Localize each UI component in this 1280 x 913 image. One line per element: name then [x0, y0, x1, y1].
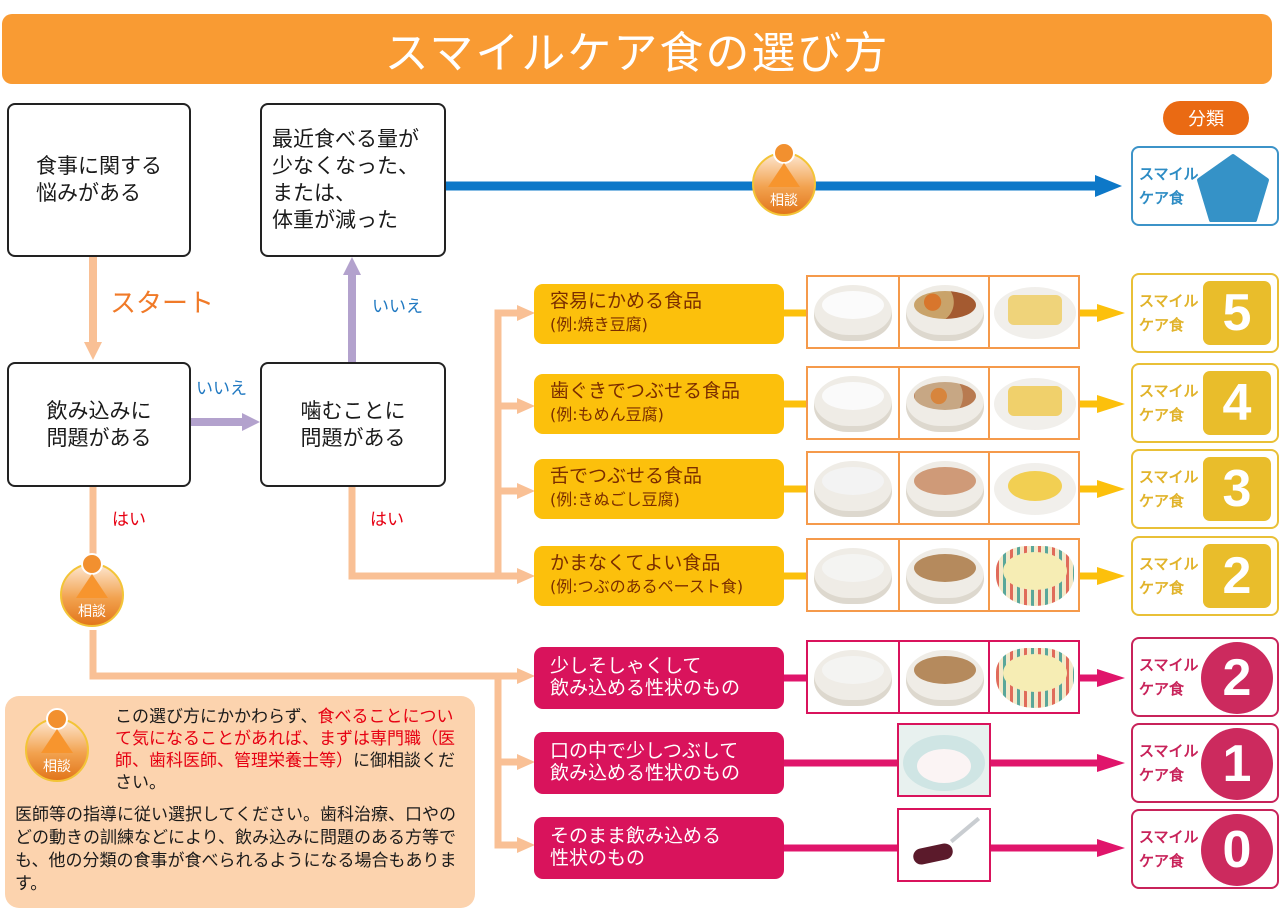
note-lead-text: この選び方にかかわらず、食べることについて気になることがあれば、まずは専門職（医… [115, 707, 455, 793]
paste-porridge-photo [808, 642, 898, 712]
pudding-cup-photo [988, 642, 1078, 712]
box-weight-loss: 最近食べる量が 少なくなった、 または、 体重が減った [260, 103, 446, 257]
food-photos-swallow-1 [897, 723, 991, 797]
thin-porridge-photo [808, 453, 898, 523]
pink-result-arrowheads [1097, 669, 1125, 857]
jelly-spoon-photo [899, 810, 989, 880]
pentagon-icon [1197, 154, 1269, 222]
rice-porridge-photo [808, 277, 898, 347]
food-photos-swallow-0 [897, 808, 991, 882]
soft-omelet-photo [988, 368, 1078, 438]
person-head-icon [773, 142, 795, 164]
category-chew-slightly-swallow: 少しそしゃくして 飲み込める性状のもの [534, 647, 784, 709]
level-badge: 1 [1201, 728, 1273, 800]
level-badge: 4 [1203, 371, 1271, 435]
person-head-icon [81, 553, 103, 575]
page-title: スマイルケア食の選び方 [384, 28, 890, 79]
food-photos-level-2 [806, 538, 1080, 612]
paste-meat-photo [898, 540, 988, 610]
title-banner: スマイルケア食の選び方 [2, 14, 1272, 84]
note-body-text: 医師等の指導に従い選択してください。歯科治療、口やのどの動きの訓練などにより、飲… [15, 805, 457, 894]
category-crush-slightly-swallow: 口の中で少しつぶして 飲み込める性状のもの [534, 732, 784, 794]
food-photos-level-4 [806, 366, 1080, 440]
soft-stewed-vegetables-photo [898, 368, 988, 438]
person-body-icon [76, 574, 108, 598]
person-body-icon [41, 729, 73, 753]
no-label-swallow: いいえ [196, 379, 247, 399]
box-eating-concern: 食事に関する 悩みがある [7, 103, 191, 257]
category-easy-chew: 容易にかめる食品 (例:焼き豆腐) [534, 284, 784, 344]
yellow-result-arrowheads [1097, 304, 1125, 585]
category-tongue-crushable: 舌でつぶせる食品 (例:きぬごし豆腐) [534, 459, 784, 519]
smile-care-2-yellow-card: スマイル ケア食 2 [1131, 536, 1279, 616]
yes-arrowheads-swallow [517, 668, 535, 853]
category-gum-crushable: 歯ぐきでつぶせる食品 (例:もめん豆腐) [534, 374, 784, 434]
consultation-note: 相談 この選び方にかかわらず、食べることについて気になることがあれば、まずは専門… [5, 696, 475, 908]
no-arrow-swallow-to-chew [191, 413, 260, 431]
pudding-cup-photo [988, 540, 1078, 610]
soft-rice-porridge-photo [808, 368, 898, 438]
food-photos-level-5 [806, 275, 1080, 349]
smile-care-2-pink-card: スマイル ケア食 2 [1131, 637, 1279, 717]
classification-header: 分類 [1163, 101, 1249, 135]
category-swallow-as-is: そのまま飲み込める 性状のもの [534, 817, 784, 879]
no-arrow-chew-to-weight [343, 257, 361, 362]
rolled-omelet-photo [988, 277, 1078, 347]
person-body-icon [768, 163, 800, 187]
level-badge: 5 [1203, 281, 1271, 345]
smile-care-blue-card: スマイル ケア食 [1131, 146, 1279, 226]
paste-meat-photo [898, 642, 988, 712]
smile-care-5-card: スマイル ケア食 5 [1131, 273, 1279, 353]
paste-porridge-photo [808, 540, 898, 610]
box-swallow-problem: 飲み込みに 問題がある [7, 362, 191, 487]
consult-icon: 相談 [25, 708, 89, 782]
scrambled-egg-photo [988, 453, 1078, 523]
food-photos-level-3 [806, 451, 1080, 525]
start-arrow [84, 257, 102, 360]
smile-care-4-card: スマイル ケア食 4 [1131, 363, 1279, 443]
smile-care-0-card: スマイル ケア食 0 [1131, 809, 1279, 889]
smile-care-3-card: スマイル ケア食 3 [1131, 449, 1279, 529]
consult-icon: 相談 [60, 553, 124, 627]
level-badge: 2 [1201, 642, 1273, 714]
jelly-dessert-photo [899, 725, 989, 795]
consult-icon: 相談 [752, 142, 816, 216]
level-badge: 3 [1203, 457, 1271, 521]
food-photos-swallow-2 [806, 640, 1080, 714]
start-label: スタート [110, 289, 215, 319]
level-badge: 2 [1203, 544, 1271, 608]
box-chew-problem: 噛むことに 問題がある [260, 362, 446, 487]
yellow-result-connectors [784, 309, 1100, 580]
smile-care-1-card: スマイル ケア食 1 [1131, 723, 1279, 803]
category-no-chew: かまなくてよい食品 (例:つぶのあるペースト食) [534, 546, 784, 606]
no-label-chew: いいえ [372, 297, 423, 317]
level-badge: 0 [1201, 814, 1273, 886]
minced-vegetables-photo [898, 453, 988, 523]
stewed-vegetables-photo [898, 277, 988, 347]
person-head-icon [46, 708, 68, 730]
yes-arrowheads-chew [517, 305, 535, 584]
yes-label-swallow: はい [112, 510, 146, 530]
yes-label-chew: はい [370, 510, 404, 530]
